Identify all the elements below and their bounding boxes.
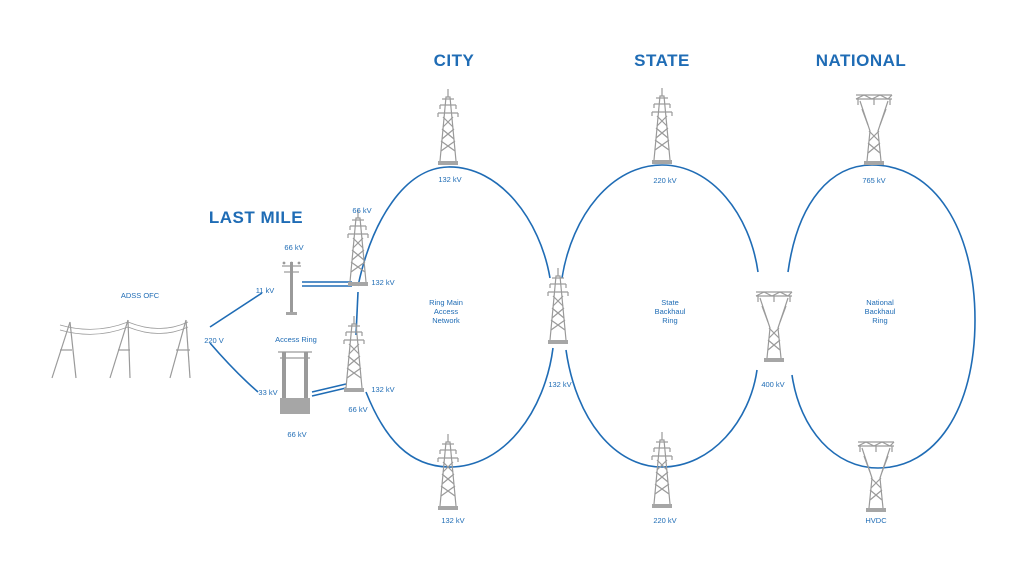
state-ring-top-arc [561,164,759,279]
tower-city-junction-icon [547,267,569,345]
label-national-ring-line-1: National [866,298,894,307]
label-220v: 220 V [204,336,224,345]
tower-city-bottom-icon [437,433,459,511]
label-state-ring-line-1: State [661,298,679,307]
tower-765kv-icon [855,94,893,166]
label-765kv: 765 kV [862,176,885,185]
label-132kv-city-bottom: 132 kV [441,516,464,525]
tower-hvdc-icon [857,441,895,513]
label-220kv-state-bottom: 220 kV [653,516,676,525]
link-220v-to-33kv [209,342,259,393]
label-national-ring-line-2: Backhaul [865,307,896,316]
state-ring-bottom-arc [565,349,758,468]
label-132kv-access-top: 132 kV [371,278,394,287]
adss-pole-1-icon [51,321,77,379]
label-132kv-junction: 132 kV [548,380,571,389]
tower-66kv-top-icon [347,209,369,287]
city-ring-top-arc [357,166,551,287]
label-national-ring-line-3: Ring [872,316,887,325]
label-400kv: 400 kV [761,380,784,389]
adss-pole-3-icon [169,319,191,379]
tower-state-bottom-icon [651,431,673,509]
adss-ofc-poles [51,319,191,379]
label-city-ring-line-2: Access [434,307,458,316]
header-national: NATIONAL [816,51,907,70]
label-hvdc: HVDC [865,516,887,525]
header-city: CITY [434,51,475,70]
label-66kv-gantry: 66 kV [287,430,306,439]
label-220kv-state-top: 220 kV [653,176,676,185]
label-66kv-pole: 66 kV [284,243,303,252]
label-132kv-access-bottom: 132 kV [371,385,394,394]
header-last-mile: LAST MILE [209,208,303,227]
label-city-ring-line-1: Ring Main [429,298,463,307]
adss-pole-2-icon [109,319,131,379]
tower-city-top-icon [437,88,459,166]
tower-400kv-icon [755,291,793,363]
substation-gantry-icon [278,351,312,414]
label-city-ring-line-3: Network [432,316,460,325]
link-220v-to-11kv [209,292,263,328]
label-access-ring: Access Ring [275,335,317,344]
label-66kv-top: 66 kV [352,206,371,215]
tower-state-top-icon [651,87,673,165]
label-state-ring-line-3: Ring [662,316,677,325]
label-adss-ofc: ADSS OFC [121,291,160,300]
link-gantry-to-66kv-tower [311,383,347,393]
distribution-pole-icon [282,261,301,315]
label-33kv: 33 kV [258,388,277,397]
link-gantry-to-66kv-tower-b [311,387,347,397]
tower-66kv-bottom-icon [343,315,365,393]
city-ring-bottom-arc [365,347,554,468]
national-ring-top-arc [787,164,976,469]
label-132kv-city-top: 132 kV [438,175,461,184]
label-11kv: 11 kV [256,286,275,295]
header-state: STATE [634,51,690,70]
label-66kv-bottom: 66 kV [348,405,367,414]
label-state-ring-line-2: Backhaul [655,307,686,316]
